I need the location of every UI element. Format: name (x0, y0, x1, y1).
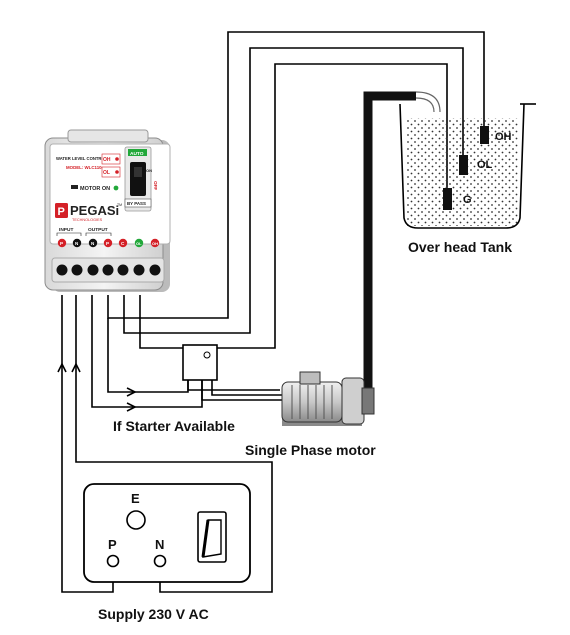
supply-label: Supply 230 V AC (98, 606, 209, 622)
terminal-screw (71, 264, 83, 276)
wire-motor-1 (187, 380, 280, 391)
arrow-starter-b (126, 402, 137, 412)
terminal-text-n: N (75, 241, 79, 246)
terminal-label-n-out (88, 238, 98, 248)
oh-led (115, 157, 119, 161)
controller-model: MODEL: WLC110 (66, 165, 102, 170)
ol-indicator-label: OL (103, 170, 110, 176)
motor-terminal-box (299, 371, 321, 385)
terminal-screw (117, 264, 129, 276)
supply-socket: E P N Supply 230 V AC (83, 483, 251, 622)
probe-ol (459, 155, 468, 175)
bypass-badge (124, 198, 152, 208)
motor-fins (291, 385, 333, 419)
motor-icon (71, 185, 78, 189)
terminal-text-p: P (60, 241, 63, 246)
probe-label-g: G (463, 194, 472, 206)
oh-indicator-label: OH (103, 157, 111, 163)
starter-box (182, 344, 218, 381)
output-label: OUTPUT (88, 227, 108, 233)
terminal-label-c (118, 238, 128, 248)
auto-badge (128, 149, 147, 156)
arrow-neutral (71, 362, 81, 373)
wire-motor-2 (201, 380, 282, 401)
controller-top-lip (67, 129, 149, 143)
probe-label-ol: OL (477, 159, 493, 171)
motor-pump-head (361, 387, 375, 415)
terminal-text-p-out: P (106, 241, 109, 246)
ol-indicator-box (101, 166, 121, 178)
terminal-screw (87, 264, 99, 276)
terminal-screws (56, 264, 161, 276)
probe-label-oh: OH (495, 131, 512, 143)
brand-tm: TM (117, 203, 122, 207)
input-label: INPUT (59, 227, 73, 233)
terminal-text-c: C (121, 241, 125, 246)
socket-label-p: P (108, 537, 117, 552)
brand-logo-mark (55, 203, 68, 218)
starter-knob (203, 351, 211, 359)
brand-logo-letter: P (58, 206, 65, 218)
terminal-screw (149, 264, 161, 276)
ol-led (115, 170, 119, 174)
terminal-text-ol: OL (136, 241, 142, 246)
terminal-text-oh: OH (152, 241, 158, 246)
motor-body (281, 381, 343, 423)
wires (57, 31, 485, 593)
pipe-outlet (415, 91, 441, 113)
wire-ol (123, 47, 464, 334)
wire-motor-3 (211, 380, 282, 396)
terminal-label-p (57, 238, 67, 248)
off-label: OFF (153, 181, 158, 190)
terminal-screw (102, 264, 114, 276)
socket-earth (126, 510, 146, 530)
socket-neutral (153, 554, 167, 568)
starter-label: If Starter Available (113, 418, 235, 434)
terminal-label-ol (134, 238, 144, 248)
bypass-label: BY PASS (127, 201, 146, 206)
motor-on-label: MOTOR ON (80, 186, 110, 192)
wire-starter-a (107, 318, 189, 393)
on-label: ON (146, 168, 152, 173)
socket-label-n: N (155, 537, 164, 552)
wire-supply-neutral (75, 295, 273, 593)
terminal-labels: P N N P C OL OH (57, 238, 160, 248)
terminal-screw (56, 264, 68, 276)
starter: If Starter Available (113, 344, 235, 434)
mode-rocker-highlight (134, 167, 142, 177)
arrow-phase (57, 362, 67, 373)
single-phase-motor: Single Phase motor (245, 371, 376, 458)
terminal-label-p-out (103, 238, 113, 248)
probe-oh (480, 126, 489, 144)
water-level-controller: WATER LEVEL CONTROLLER MODEL: WLC110 OH … (44, 129, 171, 292)
terminal-label-n (72, 238, 82, 248)
output-bracket (85, 232, 112, 236)
arrow-starter-a (126, 387, 137, 397)
socket-switch-top (201, 519, 210, 558)
auto-label: AUTO (130, 151, 144, 157)
wire-g (139, 63, 448, 349)
motor-endcap (341, 377, 365, 425)
oh-indicator-box (101, 153, 121, 165)
delivery-pipe (363, 91, 416, 402)
tank-label: Over head Tank (408, 239, 512, 255)
motor-label: Single Phase motor (245, 442, 376, 458)
probe-g (443, 188, 452, 210)
overhead-tank: OH OL G Over head Tank (399, 103, 536, 255)
motor-on-led (113, 185, 119, 191)
controller-title: WATER LEVEL CONTROLLER (56, 156, 116, 161)
socket-label-e: E (131, 491, 140, 506)
terminal-screw (133, 264, 145, 276)
wire-oh (107, 31, 485, 319)
tank-wall (399, 103, 525, 229)
input-bracket (56, 232, 82, 236)
brand-tagline: TECHNOLOGIES (72, 218, 103, 222)
socket-phase (106, 554, 120, 568)
terminal-label-oh (150, 238, 160, 248)
terminal-text-n-out: N (91, 241, 95, 246)
brand-name: PEGASi (70, 203, 119, 218)
